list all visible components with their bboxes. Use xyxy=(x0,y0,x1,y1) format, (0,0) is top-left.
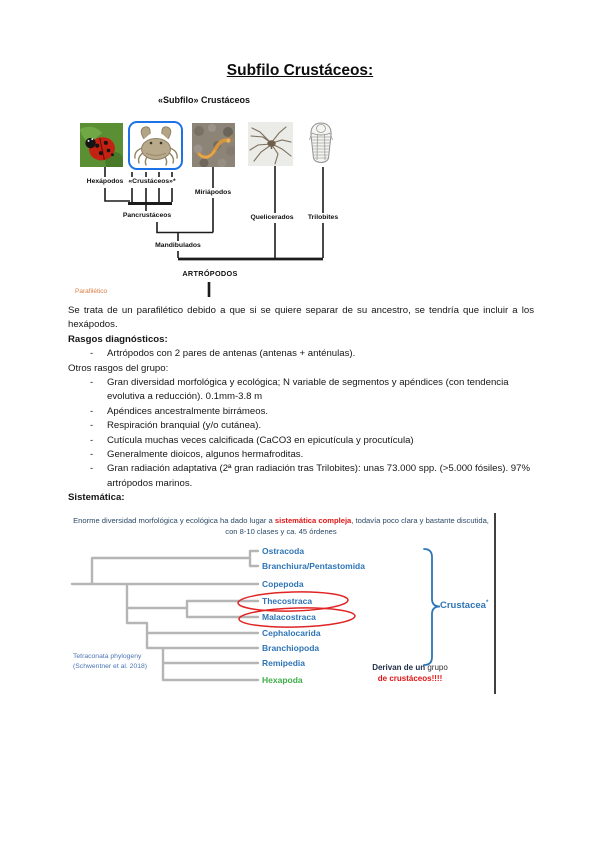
tip-label-quelicerados: Quelicerados xyxy=(248,213,296,223)
bullet-text: Gran diversidad morfológica y ecológica;… xyxy=(107,377,509,403)
malacostraca-circle xyxy=(238,607,356,628)
node-label-pancrustaceos: Pancrustáceos xyxy=(120,211,174,221)
bullet-item: - Respiración branquial (y/o cutánea). xyxy=(68,419,534,433)
crustacea-clade-label: Crustacea* xyxy=(440,600,488,611)
paragraph-parafiletico: Se trata de un parafilético debido a que… xyxy=(68,305,534,331)
heading-sistematica: Sistemática: xyxy=(68,492,125,504)
bullet-text: Apéndices ancestralmente birrámeos. xyxy=(107,405,269,417)
node-label-artropodos: ARTRÓPODOS xyxy=(180,269,240,279)
tip-label-miriapodos: Miriápodos xyxy=(192,188,234,198)
node-label-mandibulados: Mandibulados xyxy=(153,241,203,251)
bullet-dash: - xyxy=(90,434,94,446)
source-line-2: (Schwentner et al. 2018) xyxy=(73,662,148,670)
source-line-1: Tetraconata phylogeny xyxy=(73,653,142,660)
bullet-item: - Generalmente dioicos, algunos hermafro… xyxy=(68,448,534,462)
crab-icon xyxy=(133,125,178,166)
bullet-dash: - xyxy=(90,463,94,475)
bullet-text: Cutícula muchas veces calcificada (CaCO3… xyxy=(107,434,414,446)
bullet-item: - Gran diversidad morfológica y ecológic… xyxy=(68,376,534,405)
bullet-dash: - xyxy=(90,449,94,461)
figure2-header-post: , todavía poco clara y bastante discutid… xyxy=(225,516,489,536)
hexapoda-annotation: Derivan de un grupo de crustáceos!!!! xyxy=(338,663,482,684)
tree-source-citation: Tetraconata phylogeny (Schwentner et al.… xyxy=(73,652,147,671)
bullet-dash: - xyxy=(90,405,94,417)
trilobite-drawing xyxy=(307,120,335,167)
bullet-dash: - xyxy=(90,348,94,360)
ladybug-photo xyxy=(80,123,123,167)
bullet-item: - Gran radiación adaptativa (2ª gran rad… xyxy=(68,462,534,491)
bullet-item: - Cutícula muchas veces calcificada (CaC… xyxy=(68,434,534,448)
annotation-rest-part: grupo xyxy=(425,663,448,672)
annotation-bold-part: Derivan de un xyxy=(372,663,426,672)
bullet-text: Artrópodos con 2 pares de antenas (anten… xyxy=(107,348,356,360)
figure1-cladogram-lines xyxy=(104,166,324,297)
figure2-header-emphasis: sistemática compleja xyxy=(274,516,352,525)
tip-label-crustaceos: «Crustáceos»* xyxy=(126,177,178,187)
taxon-thecostraca: Thecostraca xyxy=(262,596,313,606)
taxon-ostracoda: Ostracoda xyxy=(262,546,305,556)
taxon-remipedia: Remipedia xyxy=(262,658,305,668)
tree-branches xyxy=(70,549,260,682)
page-title: Subfilo Crustáceos: xyxy=(226,62,374,79)
bullet-text: Respiración branquial (y/o cutánea). xyxy=(107,420,262,432)
taxon-branchiura-pentastomida: Branchiura/Pentastomida xyxy=(262,561,365,571)
taxon-copepoda: Copepoda xyxy=(262,579,304,589)
body-text: Se trata de un parafilético debido a que… xyxy=(68,304,534,506)
trilobite-icon xyxy=(307,120,335,167)
centipede-photo xyxy=(192,123,235,167)
taxon-hexapoda: Hexapoda xyxy=(262,675,303,685)
heading-rasgos: Rasgos diagnósticos: xyxy=(68,333,168,345)
sea-spider-photo xyxy=(248,122,293,166)
crustacea-brace xyxy=(423,548,441,666)
subheading-otros-rasgos: Otros rasgos del grupo: xyxy=(68,362,169,374)
bullet-text: Generalmente dioicos, algunos hermafrodi… xyxy=(107,449,304,461)
ladybug-icon xyxy=(80,123,123,167)
figure1-caption: «Subfilo» Crustáceos xyxy=(158,95,251,105)
crustacea-asterisk: * xyxy=(485,600,489,606)
bullet-dash: - xyxy=(90,377,94,389)
crustacea-text: Crustacea xyxy=(440,600,486,612)
figure2-header-pre: Enorme diversidad morfológica y ecológic… xyxy=(73,516,275,525)
taxon-branchiopoda: Branchiopoda xyxy=(262,643,320,653)
bullet-item: - Artrópodos con 2 pares de antenas (ant… xyxy=(68,347,534,361)
tip-label-trilobites: Trilobites xyxy=(305,213,341,223)
centipede-icon xyxy=(192,123,235,167)
bullet-item: - Apéndices ancestralmente birrámeos. xyxy=(68,405,534,419)
figure2-tree-graphic xyxy=(70,513,496,694)
bullet-text: Gran radiación adaptativa (2ª gran radia… xyxy=(107,463,530,489)
annotation-red-line: de crustáceos!!!! xyxy=(377,673,443,683)
tip-label-hexapodos: Hexápodos xyxy=(84,177,126,187)
sea-spider-icon xyxy=(248,122,293,166)
annotation-line-1: Derivan de un grupo xyxy=(338,663,482,674)
crab-photo-highlighted xyxy=(128,121,183,170)
parafiletico-note: Parafilético xyxy=(75,288,108,295)
figure2-header: Enorme diversidad morfológica y ecológic… xyxy=(68,515,494,537)
taxon-malacostraca: Malacostraca xyxy=(262,612,316,622)
bullet-dash: - xyxy=(90,420,94,432)
thecostraca-circle xyxy=(237,591,349,612)
taxon-cephalocarida: Cephalocarida xyxy=(262,628,321,638)
